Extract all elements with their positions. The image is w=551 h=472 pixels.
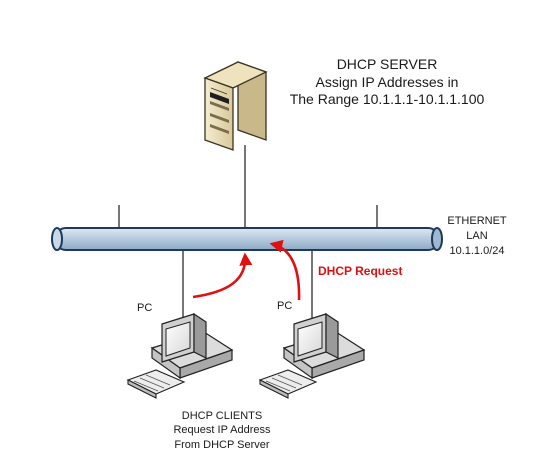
pc1-icon xyxy=(126,312,234,399)
server-label: DHCP SERVER Assign IP Addresses in The R… xyxy=(262,56,512,109)
lan-label: ETHERNET LAN 10.1.1.0/24 xyxy=(443,214,511,259)
clients-desc-line-1: Request IP Address xyxy=(173,424,271,437)
request-arrow-pc1 xyxy=(192,252,253,299)
server-desc-line-2: The Range 10.1.1.1-10.1.1.100 xyxy=(289,91,485,107)
clients-title: DHCP CLIENTS xyxy=(181,410,263,422)
connection-lines xyxy=(118,145,378,318)
lan-subnet: 10.1.1.0/24 xyxy=(449,244,505,257)
clients-label: DHCP CLIENTS Request IP Address From DHC… xyxy=(152,409,292,452)
pc1-label: PC xyxy=(137,302,153,314)
lan-line-2: LAN xyxy=(466,229,488,242)
dhcp-request-label: DHCP Request xyxy=(318,264,403,278)
request-arrow-pc2 xyxy=(269,239,301,301)
ethernet-bus xyxy=(51,227,443,251)
server-title: DHCP SERVER xyxy=(336,56,438,72)
lan-line-1: ETHERNET xyxy=(447,215,507,227)
clients-desc-line-2: From DHCP Server xyxy=(174,438,270,451)
server-desc-line-1: Assign IP Addresses in xyxy=(315,73,459,90)
server-icon xyxy=(203,61,268,151)
pc2-icon xyxy=(258,312,366,399)
pc2-label: PC xyxy=(277,300,293,312)
dhcp-request-arrows xyxy=(192,239,301,301)
